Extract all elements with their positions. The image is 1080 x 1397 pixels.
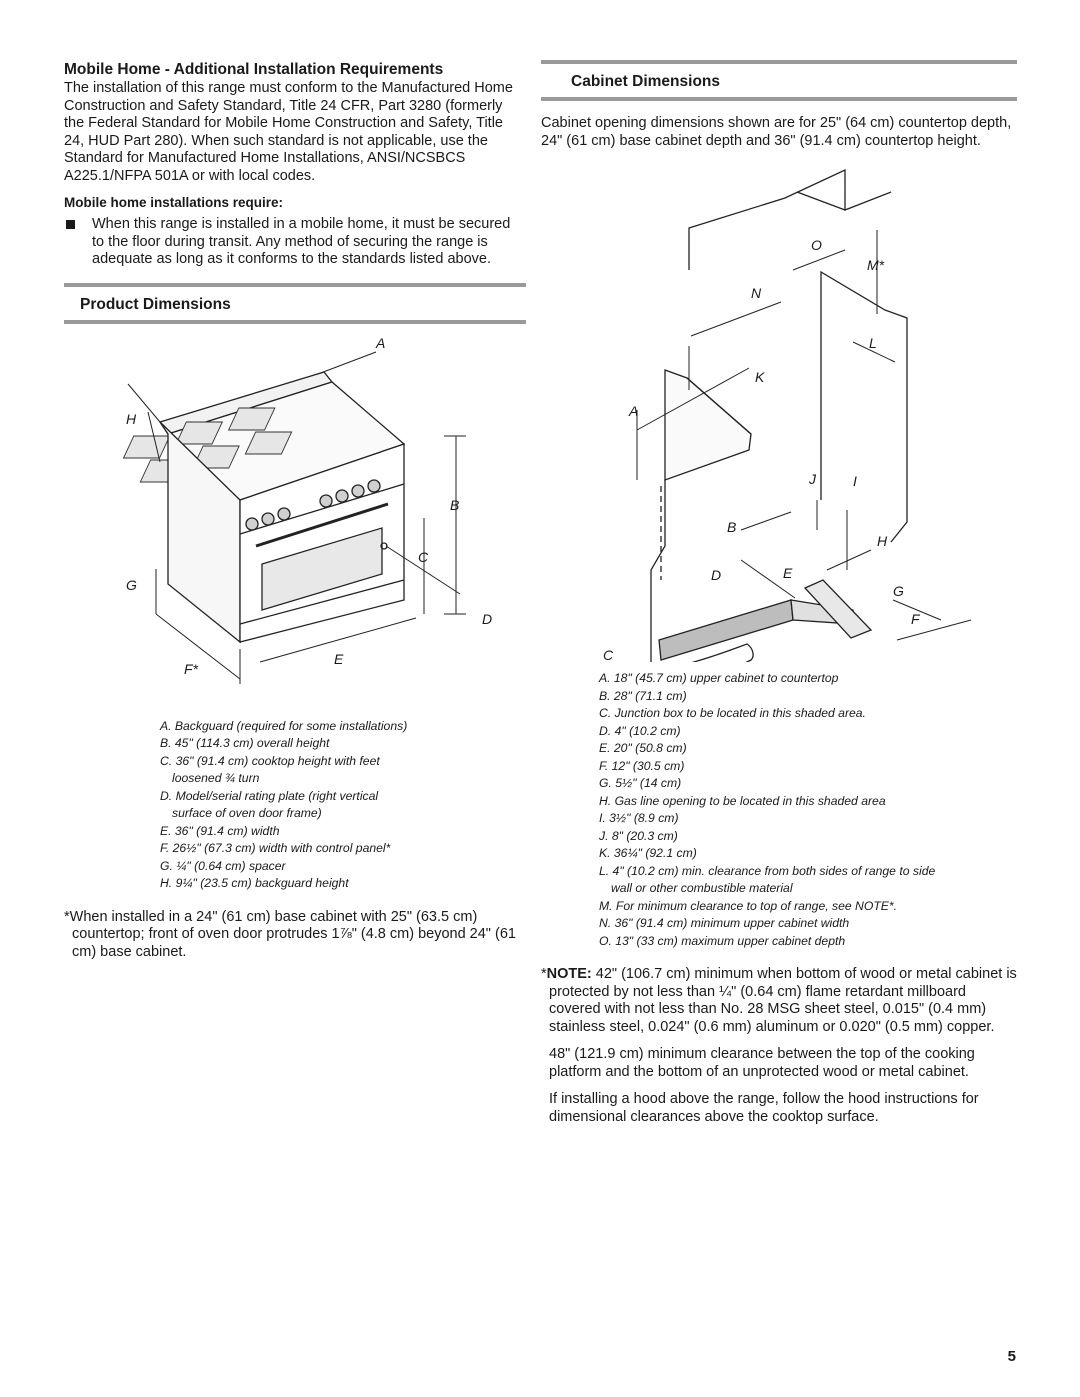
product-legend-item: D. Model/serial rating plate (right vert… — [160, 788, 379, 803]
cabinet-legend-item: H. Gas line opening to be located in thi… — [599, 793, 886, 808]
range-label-f: F* — [184, 661, 199, 677]
mobile-home-bullet: When this range is installed in a mobile… — [64, 216, 526, 269]
cabinet-legend-item: E. 20" (50.8 cm) — [599, 741, 687, 755]
range-figure: A B C D E F* G H — [64, 324, 526, 714]
right-column: Cabinet Dimensions Cabinet opening dimen… — [541, 60, 1017, 1126]
product-dimensions-header: Product Dimensions — [64, 282, 526, 324]
cabinet-legend-item: M. For minimum clearance to top of range… — [599, 898, 898, 913]
cabinet-legend-item: B. 28" (71.1 cm) — [599, 688, 687, 703]
cabinet-legend-item: G. 5½" (14 cm) — [599, 776, 682, 790]
cabinet-label-c: C — [603, 647, 614, 662]
cabinet-label-o: O — [811, 237, 822, 253]
product-legend-item: A. Backguard (required for some installa… — [160, 718, 408, 733]
cabinet-para-clearance: 48" (121.9 cm) minimum clearance between… — [549, 1046, 975, 1080]
cabinet-dimensions-title: Cabinet Dimensions — [571, 73, 720, 90]
cabinet-label-g: G — [893, 583, 904, 599]
cabinet-label-m: M* — [867, 257, 885, 273]
range-label-d: D — [482, 611, 492, 627]
cabinet-figure: O M* N L K A J I B H D E G F C — [541, 150, 1017, 662]
page-number: 5 — [1007, 1348, 1016, 1365]
product-legend-item: loosened ¾ turn — [172, 771, 260, 785]
product-legend-item: C. 36" (91.4 cm) cooktop height with fee… — [160, 753, 380, 768]
cabinet-dimensions-header: Cabinet Dimensions — [541, 60, 1017, 101]
cabinet-label-h: H — [877, 533, 888, 549]
cabinet-label-j: J — [808, 471, 817, 487]
product-legend-item: E. 36" (91.4 cm) width — [160, 823, 280, 838]
cabinet-legend-item: N. 36" (91.4 cm) minimum upper cabinet w… — [599, 916, 850, 930]
left-column: Mobile Home - Additional Installation Re… — [64, 60, 526, 961]
cabinet-legend-item: K. 36¼" (92.1 cm) — [599, 846, 697, 860]
product-legend: A. Backguard (required for some installa… — [64, 718, 526, 893]
cabinet-legend-item: C. Junction box to be located in this sh… — [599, 706, 866, 720]
note-asterisk: * — [541, 966, 547, 982]
cabinet-label-i: I — [853, 473, 857, 489]
cabinet-para-hood: If installing a hood above the range, fo… — [549, 1091, 979, 1125]
cabinet-illustration: O M* N L K A J I B H D E G F C — [603, 168, 972, 662]
product-footnote: *When installed in a 24" (61 cm) base ca… — [64, 908, 516, 960]
mobile-home-intro: The installation of this range must conf… — [64, 80, 513, 184]
range-label-b: B — [450, 497, 459, 513]
product-legend-item: H. 9¼" (23.5 cm) backguard height — [160, 876, 349, 890]
mobile-home-subhead: Mobile home installations require: — [64, 195, 284, 210]
range-label-a: A — [375, 335, 385, 351]
cabinet-legend-item: J. 8" (20.3 cm) — [599, 828, 678, 843]
mobile-home-bullet-text: When this range is installed in a mobile… — [92, 216, 511, 267]
cabinet-label-f: F — [911, 611, 921, 627]
cabinet-legend-item: A. 18" (45.7 cm) upper cabinet to counte… — [599, 671, 839, 685]
cabinet-label-b: B — [727, 519, 736, 535]
cabinet-legend-item: O. 13" (33 cm) maximum upper cabinet dep… — [599, 933, 846, 948]
range-label-h: H — [126, 411, 137, 427]
mobile-home-title: Mobile Home - Additional Installation Re… — [64, 61, 444, 78]
product-dimensions-title: Product Dimensions — [80, 295, 231, 313]
cabinet-label-n: N — [751, 285, 762, 301]
product-legend-item: surface of oven door frame) — [172, 806, 322, 820]
range-label-c: C — [418, 549, 429, 565]
range-label-g: G — [126, 577, 137, 593]
cabinet-legend-item: D. 4" (10.2 cm) — [599, 723, 681, 738]
cabinet-legend: A. 18" (45.7 cm) upper cabinet to counte… — [541, 670, 1017, 950]
product-legend-item: F. 26½" (67.3 cm) width with control pan… — [160, 841, 391, 855]
bullet-square-icon — [66, 220, 75, 229]
cabinet-legend-item: I. 3½" (8.9 cm) — [599, 811, 679, 825]
note-text: 42" (106.7 cm) minimum when bottom of wo… — [549, 966, 1017, 1035]
cabinet-legend-item: F. 12" (30.5 cm) — [599, 758, 685, 773]
cabinet-label-a: A — [628, 403, 638, 419]
note-label: NOTE: — [546, 966, 592, 982]
cabinet-label-e: E — [783, 565, 793, 581]
product-legend-item: G. ¼" (0.64 cm) spacer — [160, 858, 286, 873]
range-illustration: A B C D E F* G H — [122, 335, 492, 684]
cabinet-label-k: K — [755, 369, 765, 385]
product-legend-item: B. 45" (114.3 cm) overall height — [160, 736, 330, 750]
cabinet-legend-item: wall or other combustible material — [611, 881, 793, 895]
range-label-e: E — [334, 651, 344, 667]
cabinet-legend-item: L. 4" (10.2 cm) min. clearance from both… — [599, 863, 936, 878]
cabinet-label-l: L — [869, 335, 877, 351]
cabinet-intro: Cabinet opening dimensions shown are for… — [541, 115, 1012, 149]
cabinet-note: *NOTE: 42" (106.7 cm) minimum when botto… — [541, 966, 1017, 1036]
cabinet-label-d: D — [711, 567, 721, 583]
